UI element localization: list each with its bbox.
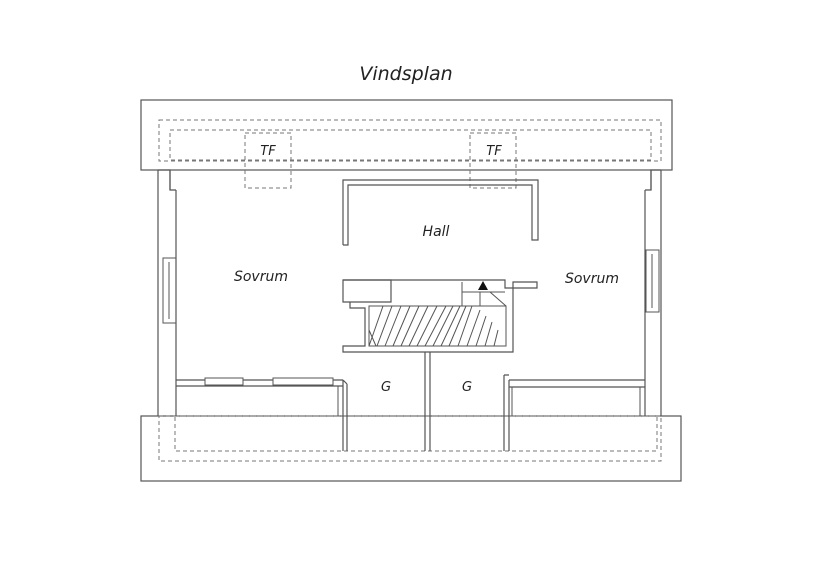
door-left-1 — [204, 377, 244, 386]
closet-divider — [424, 352, 431, 451]
roof-top-dashed-inner — [169, 129, 652, 161]
window-left — [162, 257, 177, 324]
outer-wall-right-top — [645, 169, 661, 191]
stair-outline — [342, 279, 538, 353]
bedroom-left-lower-box — [175, 386, 339, 416]
bedroom-right-lower-box — [511, 387, 641, 416]
stair-landing — [461, 282, 507, 307]
label-storage-right: G — [462, 380, 472, 395]
door-left-2 — [272, 377, 334, 386]
roof-bottom-dashed-inner — [174, 415, 658, 452]
plan-title: Vindsplan — [359, 63, 452, 85]
label-bedroom-left: Sovrum — [234, 269, 288, 285]
label-tf-right: TF — [486, 144, 502, 159]
label-tf-left: TF — [260, 144, 276, 159]
roof-window-left — [244, 132, 292, 189]
label-storage-left: G — [381, 380, 391, 395]
outer-wall-left-top — [158, 169, 176, 191]
closet-wall-left — [342, 379, 348, 451]
bedroom-right-bottom-wall — [509, 379, 645, 388]
window-right — [645, 249, 660, 313]
roof-bottom — [140, 415, 682, 482]
outer-wall-left — [157, 170, 177, 416]
stair-wall — [342, 279, 392, 303]
hall-wall-right — [474, 179, 539, 241]
stair-arrow-icon — [478, 281, 488, 290]
hall-wall-left — [342, 179, 474, 246]
roof-bottom-dashed — [158, 415, 662, 462]
stair-treads — [368, 305, 499, 347]
label-bedroom-right: Sovrum — [565, 271, 619, 287]
roof-top — [140, 99, 673, 171]
roof-window-right — [469, 132, 517, 189]
stair-box — [368, 305, 507, 347]
label-hall: Hall — [423, 224, 450, 240]
closet-wall-right — [503, 374, 510, 451]
roof-top-dashed — [158, 119, 662, 162]
